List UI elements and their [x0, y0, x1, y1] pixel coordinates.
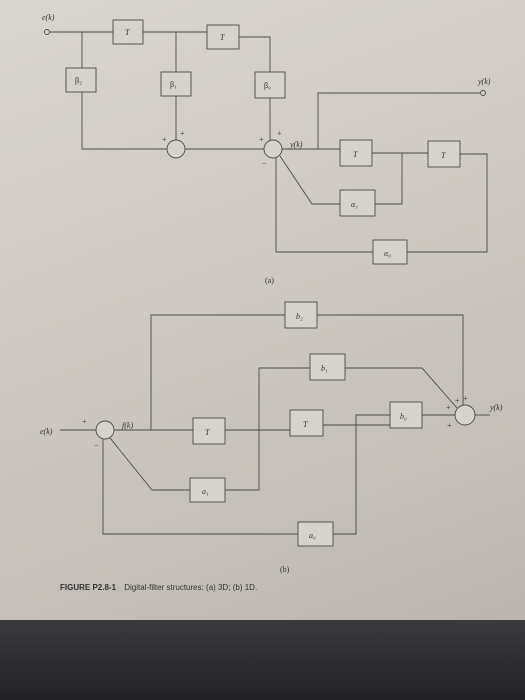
input-terminal-a	[44, 29, 50, 35]
output-label-a: y(k)	[477, 77, 491, 86]
svg-text:T: T	[220, 33, 225, 42]
svg-text:+: +	[446, 403, 451, 412]
svg-text:+: +	[277, 129, 282, 138]
svg-text:+: +	[82, 417, 87, 426]
summing-junction-a2	[263, 139, 283, 159]
svg-text:T: T	[205, 428, 210, 437]
svg-text:b₀: b₀	[400, 412, 407, 421]
output-label-b: y(k)	[489, 403, 503, 412]
sublabel-a: (a)	[265, 276, 274, 285]
svg-text:β₁: β₁	[170, 80, 177, 89]
svg-text:+: +	[447, 421, 452, 430]
svg-text:T: T	[353, 150, 358, 159]
svg-text:α₀: α₀	[384, 249, 391, 258]
svg-text:+: +	[162, 135, 167, 144]
b2-block: b₂	[284, 301, 318, 329]
input-label-a: e(k)	[42, 13, 55, 22]
delay-block-a1: T	[112, 19, 144, 45]
b1-block: b₁	[309, 353, 346, 381]
sublabel-b: (b)	[280, 565, 290, 574]
svg-text:a₀: a₀	[309, 531, 316, 540]
delay-block-a2: T	[206, 24, 240, 50]
svg-text:α₁: α₁	[351, 200, 358, 209]
figure-caption: FIGURE P2.8-1 Digital-filter structures:…	[60, 583, 257, 592]
svg-text:−: −	[94, 441, 99, 450]
svg-text:a₁: a₁	[202, 487, 209, 496]
svg-text:+: +	[180, 129, 185, 138]
sum-output-label-a: y(k)	[289, 140, 303, 149]
svg-text:T: T	[125, 28, 130, 37]
svg-text:−: −	[262, 159, 267, 168]
b0-block: b₀	[389, 401, 423, 429]
svg-text:+: +	[455, 396, 460, 405]
diagram-a: e(k) T T β₂ β₁ β₀	[42, 13, 491, 285]
delay-block-a4: T	[427, 140, 461, 168]
a1-block: a₁	[189, 477, 226, 503]
summing-junction-b2	[454, 404, 476, 426]
beta2-block: β₂	[65, 67, 97, 93]
svg-text:β₀: β₀	[264, 81, 271, 90]
alpha0-block: α₀	[372, 239, 408, 265]
delay-block-a3: T	[339, 139, 373, 167]
beta0-block: β₀	[254, 71, 286, 99]
background-surface	[0, 620, 525, 700]
book-page	[0, 0, 525, 640]
beta1-block: β₁	[160, 71, 192, 97]
a0-block: a₀	[297, 521, 334, 547]
delay-block-b1: T	[192, 417, 226, 445]
output-terminal-a	[480, 90, 486, 96]
svg-text:b₂: b₂	[296, 312, 303, 321]
figure-number: FIGURE P2.8-1	[60, 583, 117, 592]
summing-junction-a1	[166, 139, 186, 159]
svg-text:β₂: β₂	[75, 76, 82, 85]
diagram-b: e(k) + − f(k) T T b₀ + + + +	[40, 301, 503, 574]
svg-text:b₁: b₁	[321, 364, 328, 373]
f-label: f(k)	[122, 421, 133, 430]
input-label-b: e(k)	[40, 427, 53, 436]
figure-caption-text: Digital-filter structures: (a) 3D; (b) 1…	[124, 583, 258, 592]
svg-text:+: +	[259, 135, 264, 144]
summing-junction-b1	[95, 420, 115, 440]
svg-text:T: T	[303, 420, 308, 429]
svg-text:+: +	[463, 394, 468, 403]
alpha1-block: α₁	[339, 189, 376, 217]
svg-text:T: T	[441, 151, 446, 160]
delay-block-b2: T	[289, 409, 324, 437]
